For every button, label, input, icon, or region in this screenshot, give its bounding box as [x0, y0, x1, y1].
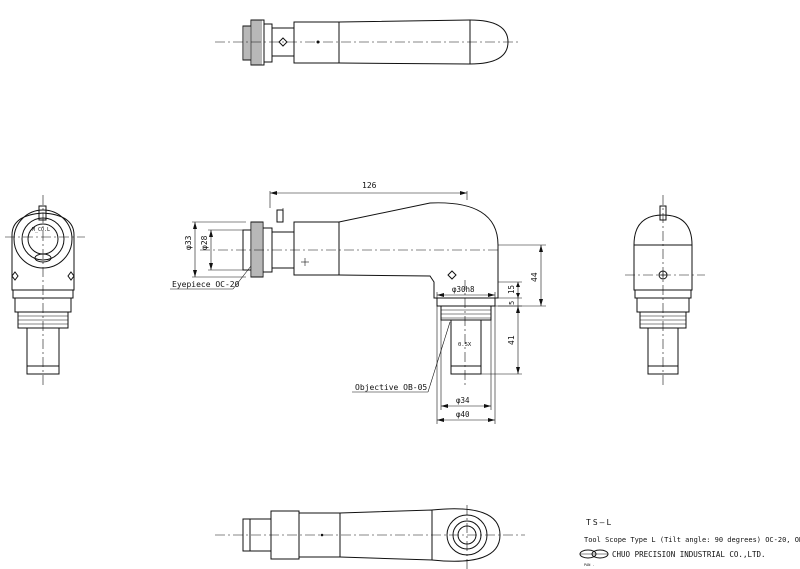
objective-label: Objective OB-05 [355, 383, 427, 392]
left-side-view: M_CO.L [5, 195, 85, 385]
dim-diameter-33: φ33 [184, 235, 193, 250]
objective-magnification: 0.5X [458, 342, 472, 348]
dim-length-126: 126 [362, 181, 377, 190]
dim-diameter-40: φ40 [456, 410, 470, 419]
company-logo [579, 549, 609, 559]
dim-height-41: 41 [507, 335, 516, 345]
dim-height-5: 5 [508, 301, 516, 305]
title-sub-note: PAN . [584, 563, 595, 567]
company-name: CHUO PRECISION INDUSTRIAL CO.,LTD. [612, 550, 766, 559]
dim-height-44: 44 [530, 272, 539, 282]
right-side-view [625, 195, 705, 385]
dim-diameter-34: φ34 [456, 396, 470, 405]
dim-height-15: 15 [507, 285, 516, 294]
bottom-view [215, 505, 525, 569]
drawing-description: Tool Scope Type L (Tilt angle: 90 degree… [584, 536, 800, 544]
title-block: TS—L Tool Scope Type L (Tilt angle: 90 d… [579, 518, 800, 567]
lens-marking-label: M_CO.L [32, 227, 50, 233]
drawing-code: TS—L [586, 518, 613, 527]
dim-diameter-28: φ28 [200, 235, 209, 250]
eyepiece-label: Eyepiece OC-20 [172, 280, 240, 289]
dim-diameter-30h8: φ30h8 [452, 285, 475, 294]
front-view: 0.5X 126 φ33 φ28 Eyepiece OC-20 φ30h8 [170, 181, 546, 424]
top-view [215, 19, 520, 66]
